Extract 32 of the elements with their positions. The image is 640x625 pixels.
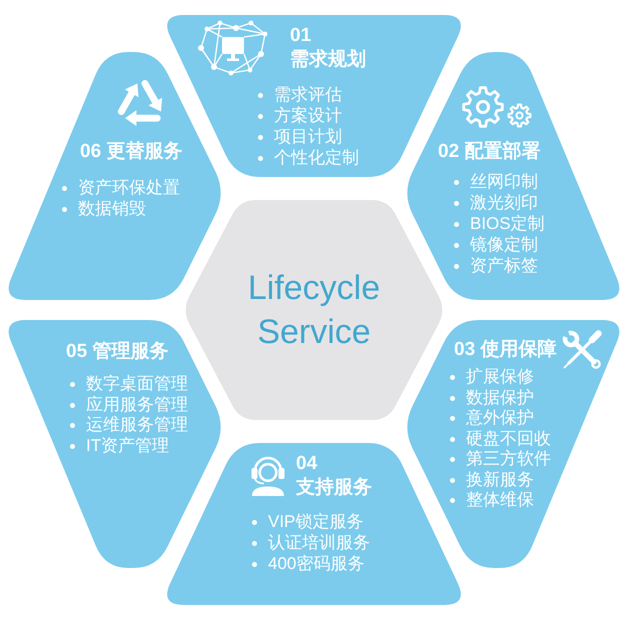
- segment-title: 01 需求规划: [290, 24, 367, 72]
- list-item: 整体维保: [450, 490, 534, 510]
- list-item: VIP锁定服务: [252, 511, 364, 532]
- list-item: 项目计划: [258, 126, 342, 147]
- list-item: 认证培训服务: [252, 532, 370, 553]
- list-item: 资产标签: [454, 255, 538, 276]
- list-item: 意外保护: [450, 408, 534, 428]
- list-item: 方案设计: [258, 105, 342, 126]
- list-item: 需求评估: [258, 84, 342, 105]
- segment-title: 03 使用保障: [454, 338, 556, 362]
- list-item: 数据保护: [450, 388, 534, 408]
- list-item: BIOS定制: [454, 213, 545, 234]
- list-item: 镜像定制: [454, 234, 538, 255]
- list-item: IT资产管理: [70, 436, 170, 456]
- list-item: 硬盘不回收: [450, 428, 551, 449]
- segment-title: 06 更替服务: [80, 140, 182, 164]
- list-item: 个性化定制: [258, 147, 359, 168]
- list-item: 应用服务管理: [70, 394, 188, 415]
- segment-title: 05 管理服务: [66, 340, 168, 364]
- list-item: 第三方软件: [450, 449, 551, 470]
- list-item: 运维服务管理: [70, 415, 188, 436]
- list-item: 资产环保处置: [62, 177, 180, 198]
- list-item: 400密码服务: [252, 553, 364, 574]
- center-title: Lifecycle Service: [246, 268, 382, 353]
- list-item: 换新服务: [450, 470, 534, 490]
- segment-title: 02 配置部署: [438, 140, 540, 164]
- list-item: 数据销毁: [62, 198, 146, 219]
- list-item: 扩展保修: [450, 367, 534, 388]
- segment-title: 04 支持服务: [296, 452, 373, 500]
- list-item: 激光刻印: [454, 192, 538, 213]
- list-item: 丝网印制: [454, 171, 538, 192]
- list-item: 数字桌面管理: [70, 374, 188, 394]
